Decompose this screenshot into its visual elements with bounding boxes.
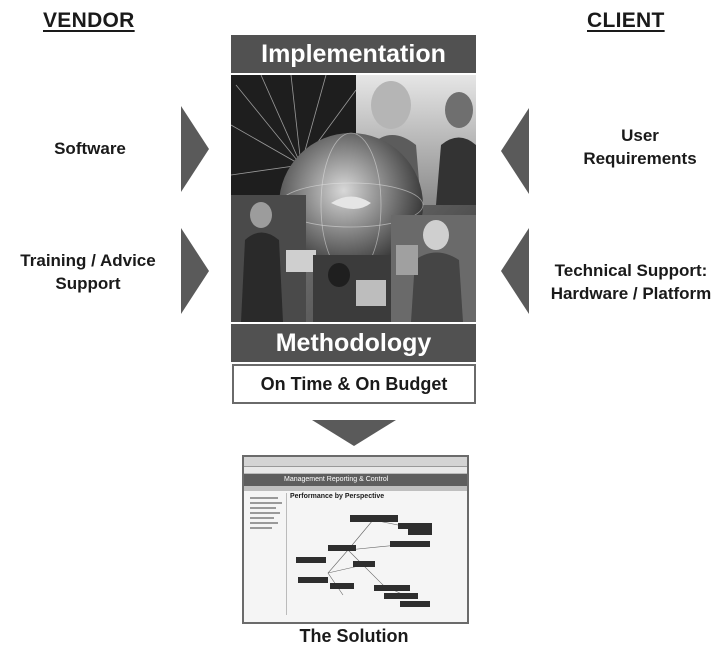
arrow-left-icon bbox=[501, 108, 529, 194]
window-toolbar bbox=[244, 467, 467, 474]
implementation-banner: Implementation bbox=[231, 35, 476, 73]
methodology-banner: Methodology bbox=[231, 324, 476, 362]
app-header: Management Reporting & Control bbox=[244, 474, 467, 486]
window-titlebar bbox=[244, 457, 467, 467]
solution-caption: The Solution bbox=[299, 626, 409, 646]
on-time-budget-box: On Time & On Budget bbox=[232, 364, 476, 404]
screenshot-heading: Performance by Perspective bbox=[290, 493, 385, 500]
vendor-item-software: Software bbox=[54, 139, 126, 158]
app-tabs bbox=[244, 486, 467, 491]
arrow-right-icon bbox=[181, 106, 209, 192]
client-item-technical-support: Technical Support: Hardware / Platform bbox=[550, 261, 712, 303]
arrow-right-icon bbox=[181, 228, 209, 314]
solution-screenshot: Management Reporting & Control Performan… bbox=[242, 455, 469, 624]
arrow-left-icon bbox=[501, 228, 529, 314]
arrow-down-icon bbox=[312, 420, 396, 446]
vendor-heading: VENDOR bbox=[43, 9, 135, 32]
vendor-item-training: Training / Advice Support bbox=[20, 251, 156, 293]
client-item-requirements: User Requirements bbox=[583, 126, 697, 168]
collage-image bbox=[231, 75, 476, 322]
client-heading: CLIENT bbox=[587, 9, 665, 32]
perspective-map bbox=[296, 515, 432, 607]
app-sidebar bbox=[246, 493, 287, 615]
